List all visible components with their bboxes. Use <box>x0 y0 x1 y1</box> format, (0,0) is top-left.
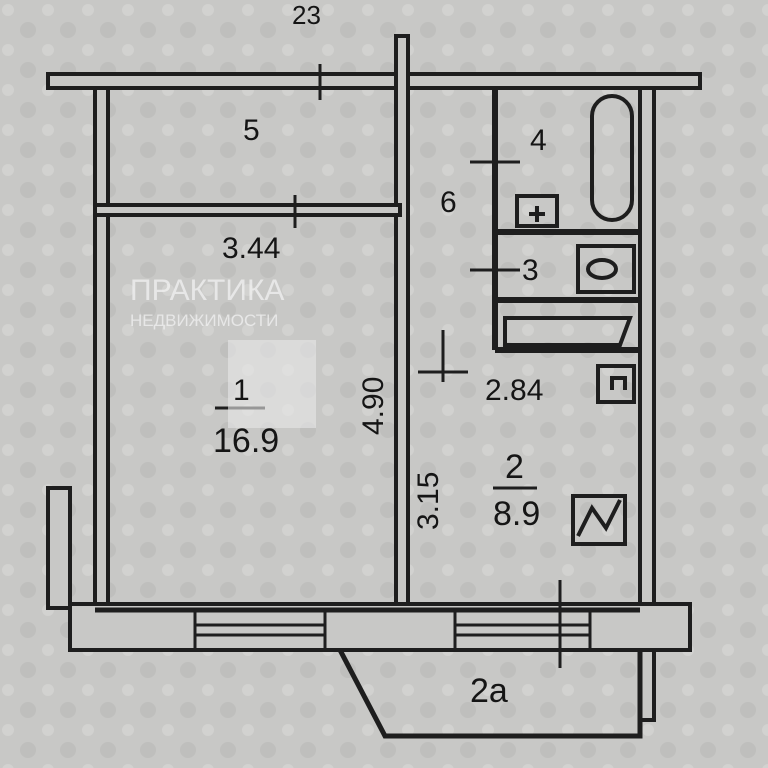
watermark-logo <box>228 340 316 428</box>
room-5-label: 5 <box>243 114 260 147</box>
room-1-label: 1 <box>233 374 250 407</box>
fixtures <box>503 94 636 546</box>
room-6-label: 6 <box>440 186 457 219</box>
watermark: ПРАКТИКА НЕДВИЖИМОСТИ <box>130 274 316 428</box>
dimension-23: 23 <box>292 0 321 30</box>
room-2-label: 2 <box>505 448 524 486</box>
dimension-3-44: 3.44 <box>222 232 280 265</box>
dimension-2-84: 2.84 <box>485 374 543 407</box>
room-1-area: 16.9 <box>213 422 279 460</box>
room-4-label: 4 <box>530 124 547 157</box>
counter-icon <box>503 316 633 347</box>
walls <box>46 34 702 739</box>
dimension-3-15: 3.15 <box>412 472 445 530</box>
bathtub-icon <box>590 94 634 222</box>
window-frames <box>193 580 592 668</box>
room-3-label: 3 <box>522 254 539 287</box>
room-labels: 23 5 4 6 3 3.44 1 16.9 4.90 2.84 3.15 2 … <box>213 0 547 710</box>
toilet-icon <box>576 244 636 294</box>
outlet-icon <box>596 364 636 404</box>
balcony-label: 2a <box>470 672 508 710</box>
watermark-line2: НЕДВИЖИМОСТИ <box>130 311 278 330</box>
stove-icon <box>571 494 627 546</box>
watermark-line1: ПРАКТИКА <box>130 274 284 307</box>
sink-icon <box>515 194 559 228</box>
dimension-4-90: 4.90 <box>357 377 390 435</box>
room-2-area: 8.9 <box>493 495 540 533</box>
